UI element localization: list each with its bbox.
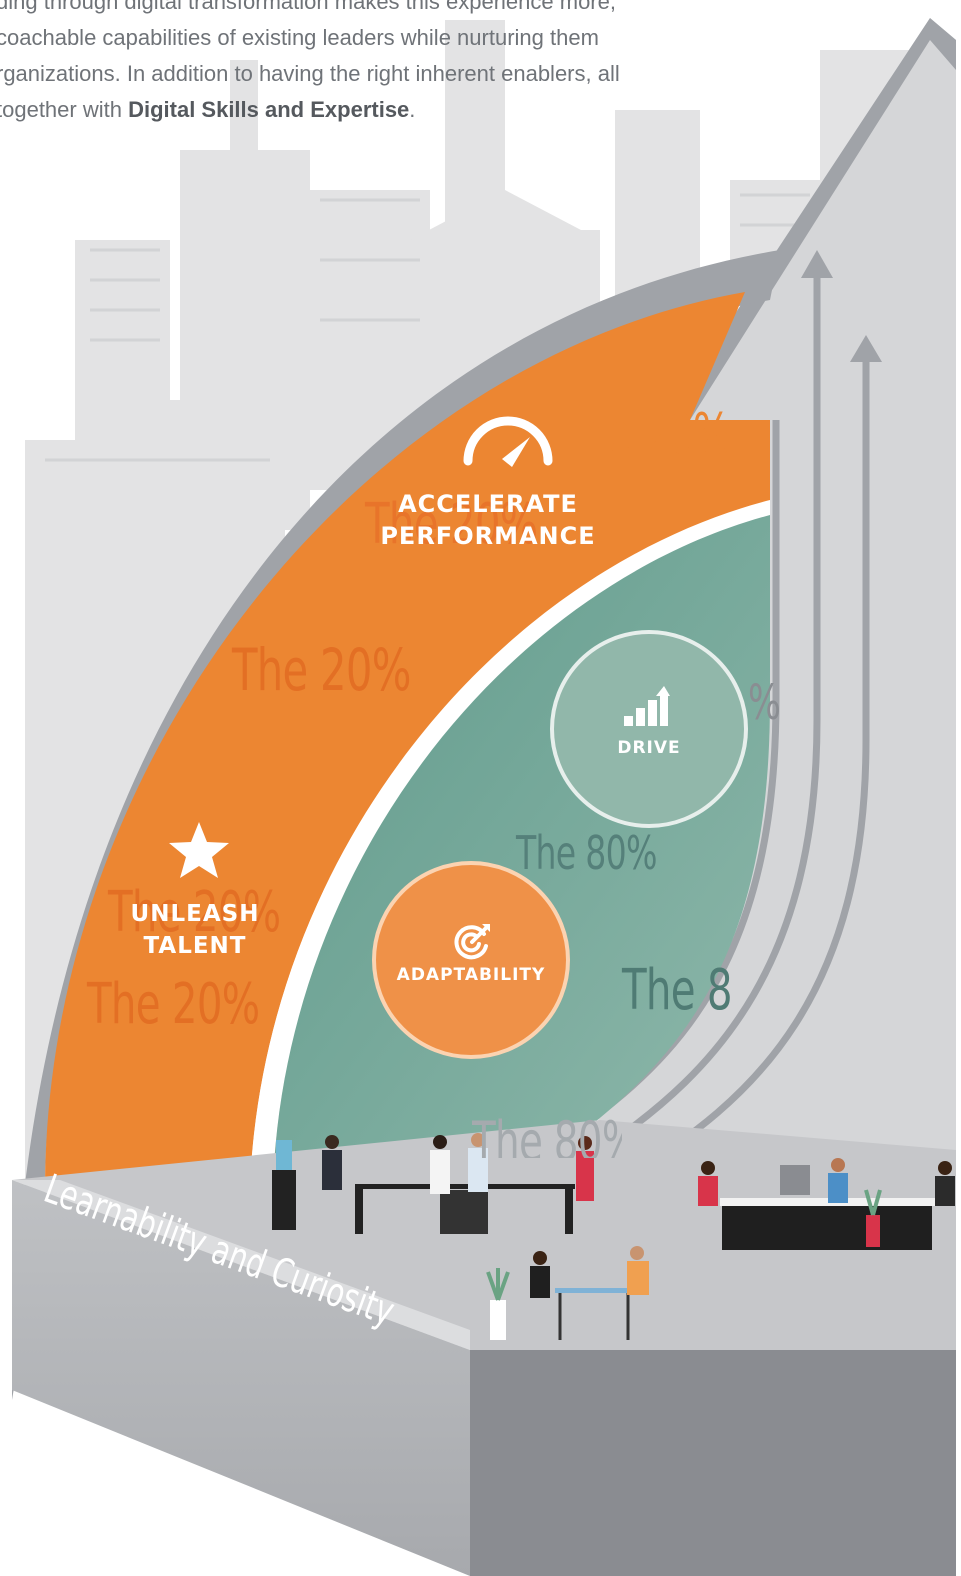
accelerate-label-line1: ACCELERATE <box>398 490 578 518</box>
accelerate-label-line2: PERFORMANCE <box>380 522 596 550</box>
intro-line-prefix: together with <box>0 97 129 122</box>
ghost-text-20-unleash: The 20% <box>108 880 281 945</box>
drive-label: DRIVE <box>617 738 681 758</box>
ghost-text-80-b: The 80% <box>622 958 730 1023</box>
intro-line: rganizations. In addition to having the … <box>0 61 620 86</box>
ghost-text-20-bottom: The 20% <box>87 972 260 1037</box>
intro-line: coachable capabilities of existing leade… <box>0 25 599 50</box>
ghost-text-80-c: The 80% <box>472 1110 622 1158</box>
unleash-talent-label: UNLEASH TALENT <box>110 898 280 962</box>
star-icon <box>169 822 229 878</box>
orange-band <box>45 292 770 1190</box>
ghost-text-20-mid: The 20% <box>232 636 411 704</box>
bar-chart-arrow-icon <box>624 686 670 726</box>
ghost-text-pct: % <box>748 675 781 731</box>
building-windows <box>45 193 810 462</box>
floor-base <box>12 1120 956 1576</box>
intro-bold-phrase: Digital Skills and Expertise <box>128 97 410 122</box>
ghost-text-20-accelerate: The 20% <box>365 492 538 557</box>
accelerate-performance-label: ACCELERATE PERFORMANCE <box>378 488 598 552</box>
office-scene <box>272 1140 955 1340</box>
unleash-label-line2: TALENT <box>143 933 247 959</box>
intro-line: together with Digital Skills and Experti… <box>0 92 696 128</box>
speedometer-icon <box>463 416 553 467</box>
ghost-text-80-c-clip: The 80% <box>472 1110 622 1158</box>
intro-line: ding through digital transformation make… <box>0 0 616 14</box>
adaptability-circle <box>372 861 570 1059</box>
intro-line-suffix: . <box>409 97 416 122</box>
drive-circle <box>550 630 748 828</box>
intro-paragraph: ding through digital transformation make… <box>0 0 696 128</box>
ghost-text-80-a: The 80% <box>516 826 657 880</box>
target-arrow-icon <box>454 924 490 960</box>
ghost-text-20-top: The 20% <box>558 402 731 467</box>
ghost-text-80-b-clip: The 80% <box>618 958 730 1028</box>
unleash-label-line1: UNLEASH <box>130 901 260 927</box>
adaptability-label: ADAPTABILITY <box>396 965 546 985</box>
office-people <box>322 1133 955 1298</box>
